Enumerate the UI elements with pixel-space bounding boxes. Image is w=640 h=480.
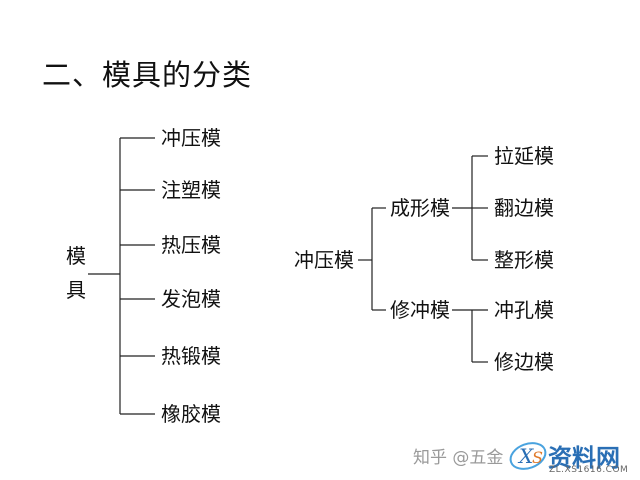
- left-leaf-node: 热压模: [161, 233, 221, 257]
- left-leaf-node: 热锻模: [161, 344, 221, 368]
- left-root-char: 具: [66, 278, 86, 302]
- right-branch-node: 成形模: [390, 196, 450, 220]
- zhihu-watermark: 知乎 @五金: [413, 448, 504, 468]
- right-leaf-node: 拉延模: [494, 144, 554, 168]
- left-root-char: 模: [66, 244, 86, 268]
- logo-url: ZL.XS1616.COM: [549, 465, 629, 475]
- left-leaf-node: 发泡模: [161, 287, 221, 311]
- right-leaf-node: 翻边模: [494, 196, 554, 220]
- svg-text:X: X: [517, 444, 534, 468]
- right-root-node: 冲压模: [294, 248, 354, 272]
- right-branch-node: 修冲模: [390, 298, 450, 322]
- right-leaf-node: 修边模: [494, 350, 554, 374]
- left-leaf-node: 橡胶模: [161, 402, 221, 426]
- right-leaf-node: 整形模: [494, 248, 554, 272]
- diagram-title: 二、模具的分类: [42, 58, 253, 92]
- left-leaf-node: 冲压模: [161, 126, 221, 150]
- logo-text: 资料网: [548, 444, 620, 472]
- xs-logo-icon: X S: [509, 442, 547, 470]
- svg-text:S: S: [532, 448, 543, 467]
- left-leaf-node: 注塑模: [161, 178, 221, 202]
- right-leaf-node: 冲孔模: [494, 298, 554, 322]
